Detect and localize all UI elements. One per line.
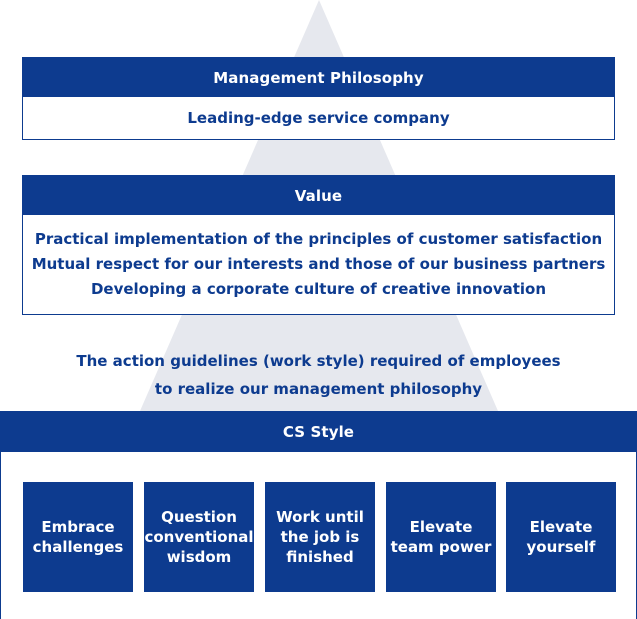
guidelines-line: The action guidelines (work style) requi… (76, 352, 561, 370)
management-philosophy-body: Leading-edge service company (187, 109, 450, 127)
value-title: Value (23, 176, 614, 215)
cs-style-items: Embrace challenges Question conventional… (23, 482, 616, 592)
action-guidelines-text: The action guidelines (work style) requi… (0, 347, 637, 403)
cs-style-title: CS Style (1, 412, 636, 452)
cs-item-question-conventional-wisdom: Question conventional wisdom (144, 482, 254, 592)
cs-item-elevate-yourself: Elevate yourself (506, 482, 616, 592)
management-philosophy-title: Management Philosophy (23, 58, 614, 97)
value-line: Developing a corporate culture of creati… (90, 280, 547, 298)
management-philosophy-box: Management Philosophy Leading-edge servi… (22, 57, 615, 140)
value-body: Practical implementation of the principl… (23, 215, 614, 314)
value-line: Practical implementation of the principl… (34, 230, 603, 248)
value-line: Mutual respect for our interests and tho… (31, 255, 606, 273)
cs-item-work-until-finished: Work until the job is finished (265, 482, 375, 592)
value-box: Value Practical implementation of the pr… (22, 175, 615, 315)
cs-item-embrace-challenges: Embrace challenges (23, 482, 133, 592)
cs-style-box: CS Style Embrace challenges Question con… (0, 411, 637, 619)
cs-item-elevate-team-power: Elevate team power (386, 482, 496, 592)
guidelines-line: to realize our management philosophy (154, 380, 483, 398)
